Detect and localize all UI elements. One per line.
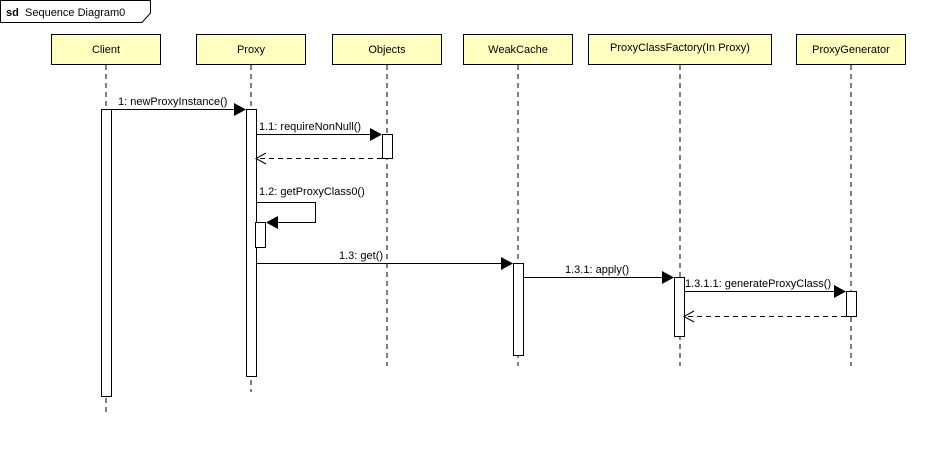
self-message-line [256, 202, 316, 223]
activation-client [101, 109, 112, 397]
activation-objects [382, 134, 393, 159]
lifeline-weakcache[interactable]: WeakCache [463, 34, 573, 367]
activation-weakcache [513, 263, 524, 356]
message-1[interactable]: 1: newProxyInstance() [111, 96, 246, 116]
lifeline-head-weakcache[interactable] [463, 34, 573, 65]
filled-arrowhead-icon [501, 257, 513, 270]
filled-arrowhead-icon [266, 216, 278, 229]
lifeline-head-proxyclassfactory[interactable] [588, 34, 772, 65]
frame-name: Sequence Diagram0 [25, 7, 125, 19]
activation-proxy-self [255, 222, 266, 248]
lifeline-proxyclassfactory[interactable]: ProxyClassFactory(In Proxy) [588, 34, 772, 367]
open-arrowhead-icon [682, 310, 695, 323]
lifeline-label-proxyclassfactory: ProxyClassFactory(In Proxy) [610, 42, 750, 54]
message-1-3-1-1[interactable]: 1.3.1.1: generateProxyClass() [684, 278, 846, 298]
frame-keyword: sd [6, 7, 19, 19]
message-1-3-1-1-return[interactable] [682, 310, 846, 323]
lifeline-proxygenerator[interactable]: ProxyGenerator [796, 34, 906, 367]
lifeline-label-weakcache: WeakCache [488, 44, 548, 56]
filled-arrowhead-icon [234, 103, 246, 116]
message-1-2[interactable]: 1.2: getProxyClass0() [256, 186, 365, 229]
frame-tab [0, 0, 151, 23]
lifeline-head-client[interactable] [51, 34, 161, 65]
open-arrowhead-icon [254, 152, 267, 165]
message-1-1[interactable]: 1.1: requireNonNull() [256, 121, 382, 141]
message-label: 1.3: get() [339, 250, 383, 262]
message-1-3-1[interactable]: 1.3.1: apply() [523, 264, 674, 284]
message-label: 1.1: requireNonNull() [259, 121, 361, 133]
message-label: 1: newProxyInstance() [118, 96, 227, 108]
filled-arrowhead-icon [834, 285, 846, 298]
lifeline-label-objects: Objects [368, 44, 406, 56]
lifeline-label-proxy: Proxy [237, 44, 266, 56]
lifeline-head-proxygenerator[interactable] [796, 34, 906, 65]
message-label: 1.2: getProxyClass0() [259, 186, 365, 198]
message-label: 1.3.1.1: generateProxyClass() [685, 278, 831, 290]
message-1-3[interactable]: 1.3: get() [256, 250, 513, 270]
filled-arrowhead-icon [662, 271, 674, 284]
activation-proxygenerator [846, 291, 857, 317]
lifeline-label-client: Client [92, 44, 120, 56]
lifeline-label-proxygenerator: ProxyGenerator [812, 44, 890, 56]
message-label: 1.3.1: apply() [565, 264, 629, 276]
diagram-frame: sd Sequence Diagram0 [0, 0, 151, 23]
lifeline-objects[interactable]: Objects [332, 34, 442, 367]
activation-proxyclassfactory [674, 277, 685, 337]
lifeline-head-objects[interactable] [332, 34, 442, 65]
lifeline-head-proxy[interactable] [196, 34, 306, 65]
message-1-1-return[interactable] [254, 152, 382, 165]
filled-arrowhead-icon [370, 128, 382, 141]
